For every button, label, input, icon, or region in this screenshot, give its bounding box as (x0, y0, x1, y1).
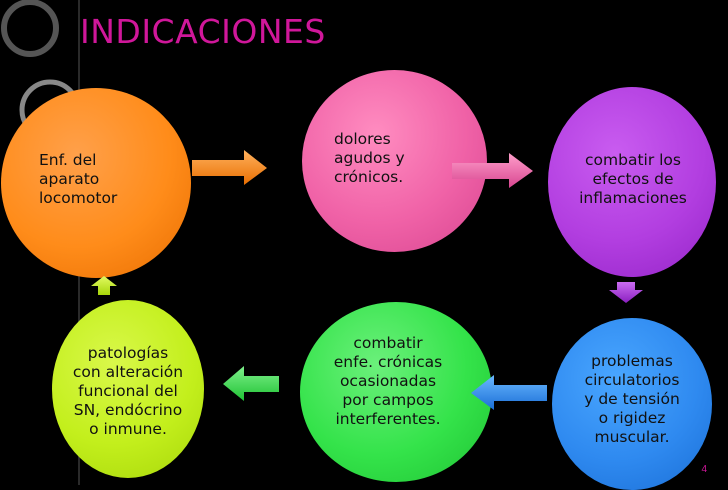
page-number: 4 (701, 464, 707, 475)
slide-title: INDICACIONES (80, 12, 326, 51)
arrow-up-lime-icon (91, 276, 117, 295)
cycle-node-6-label: patologías con alteración funcional del … (72, 344, 184, 438)
cycle-node-4: problemas circulatorios y de tensión o r… (552, 318, 712, 490)
cycle-node-2-label: dolores agudos y crónicos. (334, 130, 405, 186)
cycle-node-5-label: combatir enfe. crónicas ocasionadas por … (333, 334, 443, 428)
cycle-node-6: patologías con alteración funcional del … (52, 300, 204, 478)
cycle-node-3-label: combatir los efectos de inflamaciones (579, 151, 687, 207)
arrow-right-orange-icon (192, 150, 267, 185)
arrow-right-pink-icon (452, 153, 533, 188)
cycle-node-5: combatir enfe. crónicas ocasionadas por … (300, 302, 492, 482)
cycle-node-2: dolores agudos y crónicos. (302, 70, 487, 252)
arrow-left-blue-icon (471, 375, 547, 410)
cycle-node-1-label: Enf. del aparato locomotor (39, 151, 118, 207)
cycle-node-1: Enf. del aparato locomotor (1, 88, 191, 278)
cycle-node-3: combatir los efectos de inflamaciones (548, 87, 716, 277)
arrow-left-green-icon (223, 366, 279, 401)
arrow-down-purple-icon (609, 282, 643, 303)
cycle-node-4-label: problemas circulatorios y de tensión o r… (584, 352, 680, 446)
